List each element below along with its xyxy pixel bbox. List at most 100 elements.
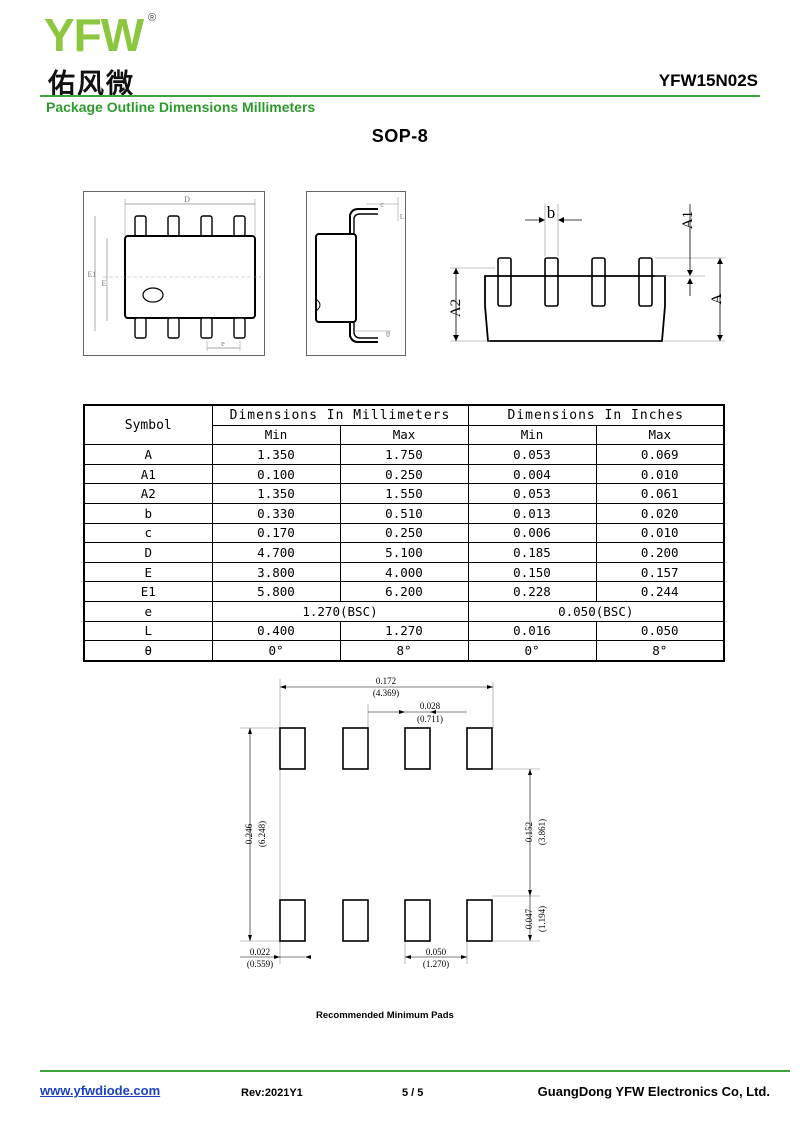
label-theta: θ — [386, 330, 390, 339]
in-bsc-cell: 0.050(BSC) — [467, 600, 725, 622]
symbol-cell: b — [83, 502, 213, 524]
pad-pitch-inch: 0.050 — [426, 947, 447, 957]
mm-max-header: Max — [339, 424, 469, 446]
mm-min-cell: 0.170 — [211, 522, 341, 544]
in-max-cell: 0.200 — [595, 542, 725, 563]
label-E: E — [102, 279, 107, 288]
label-e: e — [221, 339, 225, 348]
dimensions-table: Symbol Dimensions In Millimeters Dimensi… — [83, 404, 725, 662]
pad-pitch-top-mm: (0.711) — [417, 714, 443, 724]
in-max-cell: 0.050 — [595, 620, 725, 642]
in-min-cell: 0.228 — [467, 581, 597, 602]
mm-header: Dimensions In Millimeters — [211, 404, 469, 426]
table-row: E 3.800 4.000 0.150 0.157 — [83, 561, 725, 583]
symbol-cell: e — [83, 600, 213, 622]
inch-header: Dimensions In Inches — [467, 404, 725, 426]
table-row: b 0.330 0.510 0.013 0.020 — [83, 502, 725, 524]
in-max-cell: 0.061 — [595, 483, 725, 504]
table-row: θ 0° 8° 0° 8° — [83, 640, 725, 662]
table-row: L 0.400 1.270 0.016 0.050 — [83, 620, 725, 642]
label-L: L — [400, 213, 404, 221]
pad-width-inch: 0.022 — [250, 947, 270, 957]
in-max-header: Max — [595, 424, 725, 446]
symbol-cell: θ — [83, 640, 213, 662]
table-row: e 1.270(BSC) 0.050(BSC) — [83, 600, 725, 622]
recommended-pads-drawing: 0.172 (4.369) 0.028 (0.711) 0.246 (6.248… — [240, 676, 547, 969]
symbol-cell: E — [83, 561, 213, 583]
in-min-cell: 0.004 — [467, 463, 597, 485]
in-min-cell: 0.006 — [467, 522, 597, 544]
table-row: D 4.700 5.100 0.185 0.200 — [83, 542, 725, 563]
section-title: Package Outline Dimensions Millimeters — [46, 99, 316, 115]
in-max-cell: 0.157 — [595, 561, 725, 583]
table-header-row: Symbol Dimensions In Millimeters Dimensi… — [83, 404, 725, 446]
logo-chinese-name: 佑风微 — [48, 69, 135, 100]
registered-mark: ® — [148, 12, 157, 24]
in-max-cell: 0.244 — [595, 581, 725, 602]
in-max-cell: 0.010 — [595, 522, 725, 544]
pad-length-mm: (1.194) — [537, 906, 547, 932]
company-logo: YFW ® 佑风微 — [44, 9, 164, 100]
mm-max-cell: 1.750 — [339, 444, 469, 465]
mm-max-cell: 0.250 — [339, 463, 469, 485]
pad-span-inch: 0.172 — [376, 676, 396, 686]
in-min-cell: 0.013 — [467, 502, 597, 524]
website-link[interactable]: www.yfwdiode.com — [40, 1083, 161, 1098]
company-name: GuangDong YFW Electronics Co, Ltd. — [537, 1084, 770, 1099]
pad-length-inch: 0.047 — [524, 908, 534, 929]
pads-caption: Recommended Minimum Pads — [316, 1010, 454, 1021]
pad-pitch-mm: (1.270) — [423, 959, 449, 969]
symbol-cell: L — [83, 620, 213, 642]
mm-min-cell: 0.100 — [211, 463, 341, 485]
mm-min-cell: 4.700 — [211, 542, 341, 563]
in-min-header: Min — [467, 424, 597, 446]
pad-pitch-top-inch: 0.028 — [420, 701, 441, 711]
mm-min-cell: 5.800 — [211, 581, 341, 602]
mm-bsc-cell: 1.270(BSC) — [211, 600, 469, 622]
table-row: A1 0.100 0.250 0.004 0.010 — [83, 463, 725, 485]
revision: Rev:2021Y1 — [241, 1087, 303, 1099]
table-row: c 0.170 0.250 0.006 0.010 — [83, 522, 725, 544]
mm-min-cell: 0° — [211, 640, 341, 662]
in-min-cell: 0.150 — [467, 561, 597, 583]
in-min-cell: 0.016 — [467, 620, 597, 642]
symbol-header: Symbol — [83, 404, 213, 446]
package-title: SOP-8 — [371, 126, 429, 146]
in-min-cell: 0.053 — [467, 444, 597, 465]
pad-span-mm: (4.369) — [373, 688, 399, 698]
table-row: E1 5.800 6.200 0.228 0.244 — [83, 581, 725, 602]
in-max-cell: 0.020 — [595, 502, 725, 524]
mm-min-cell: 0.400 — [211, 620, 341, 642]
in-max-cell: 0.010 — [595, 463, 725, 485]
label-A2: A2 — [448, 299, 464, 317]
symbol-cell: c — [83, 522, 213, 544]
mm-max-cell: 8° — [339, 640, 469, 662]
mm-max-cell: 4.000 — [339, 561, 469, 583]
pad-width-mm: (0.559) — [247, 959, 273, 969]
symbol-cell: A2 — [83, 483, 213, 504]
header-divider — [40, 95, 760, 97]
label-c: c — [380, 200, 384, 209]
part-number: YFW15N02S — [658, 71, 758, 90]
mm-min-cell: 1.350 — [211, 444, 341, 465]
mm-min-cell: 3.800 — [211, 561, 341, 583]
pad-gap-mm: (3.861) — [537, 819, 547, 845]
logo-letters: YFW — [44, 9, 144, 61]
in-min-cell: 0.053 — [467, 483, 597, 504]
label-A1: A1 — [680, 211, 696, 229]
pad-gap-inch: 0.152 — [524, 822, 534, 842]
in-min-cell: 0.185 — [467, 542, 597, 563]
front-view-drawing: b A2 A1 A — [448, 203, 725, 342]
page-number: 5 / 5 — [402, 1087, 424, 1099]
table-row: A2 1.350 1.550 0.053 0.061 — [83, 483, 725, 504]
mm-min-cell: 1.350 — [211, 483, 341, 504]
mm-min-header: Min — [211, 424, 341, 446]
label-b: b — [547, 203, 556, 222]
top-view-drawing: D E1 E e — [83, 191, 265, 356]
label-E1: E1 — [88, 270, 97, 279]
in-max-cell: 0.069 — [595, 444, 725, 465]
mm-max-cell: 1.270 — [339, 620, 469, 642]
symbol-cell: E1 — [83, 581, 213, 602]
mm-max-cell: 0.250 — [339, 522, 469, 544]
pad-height-inch: 0.246 — [244, 823, 254, 844]
